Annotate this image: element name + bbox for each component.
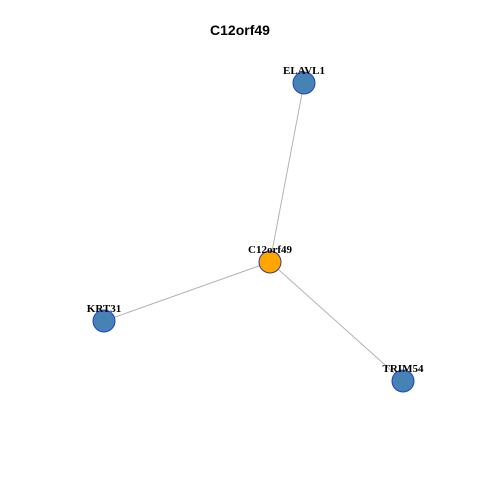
plot-title: C12orf49	[210, 22, 270, 38]
node-label-elavl1: ELAVL1	[283, 65, 325, 77]
edge-hub-n1	[269, 82, 305, 263]
node-krt31	[92, 309, 116, 333]
edge-hub-n2	[103, 261, 271, 322]
node-c12orf49	[258, 250, 282, 274]
edges-layer	[103, 82, 404, 382]
node-elavl1	[292, 71, 316, 95]
nodes-layer	[92, 71, 415, 393]
node-label-krt31: KRT31	[87, 303, 121, 315]
node-label-trim54: TRIM54	[383, 363, 424, 375]
edge-hub-n3	[269, 261, 404, 382]
node-label-c12orf49: C12orf49	[248, 244, 292, 256]
node-trim54	[391, 369, 415, 393]
